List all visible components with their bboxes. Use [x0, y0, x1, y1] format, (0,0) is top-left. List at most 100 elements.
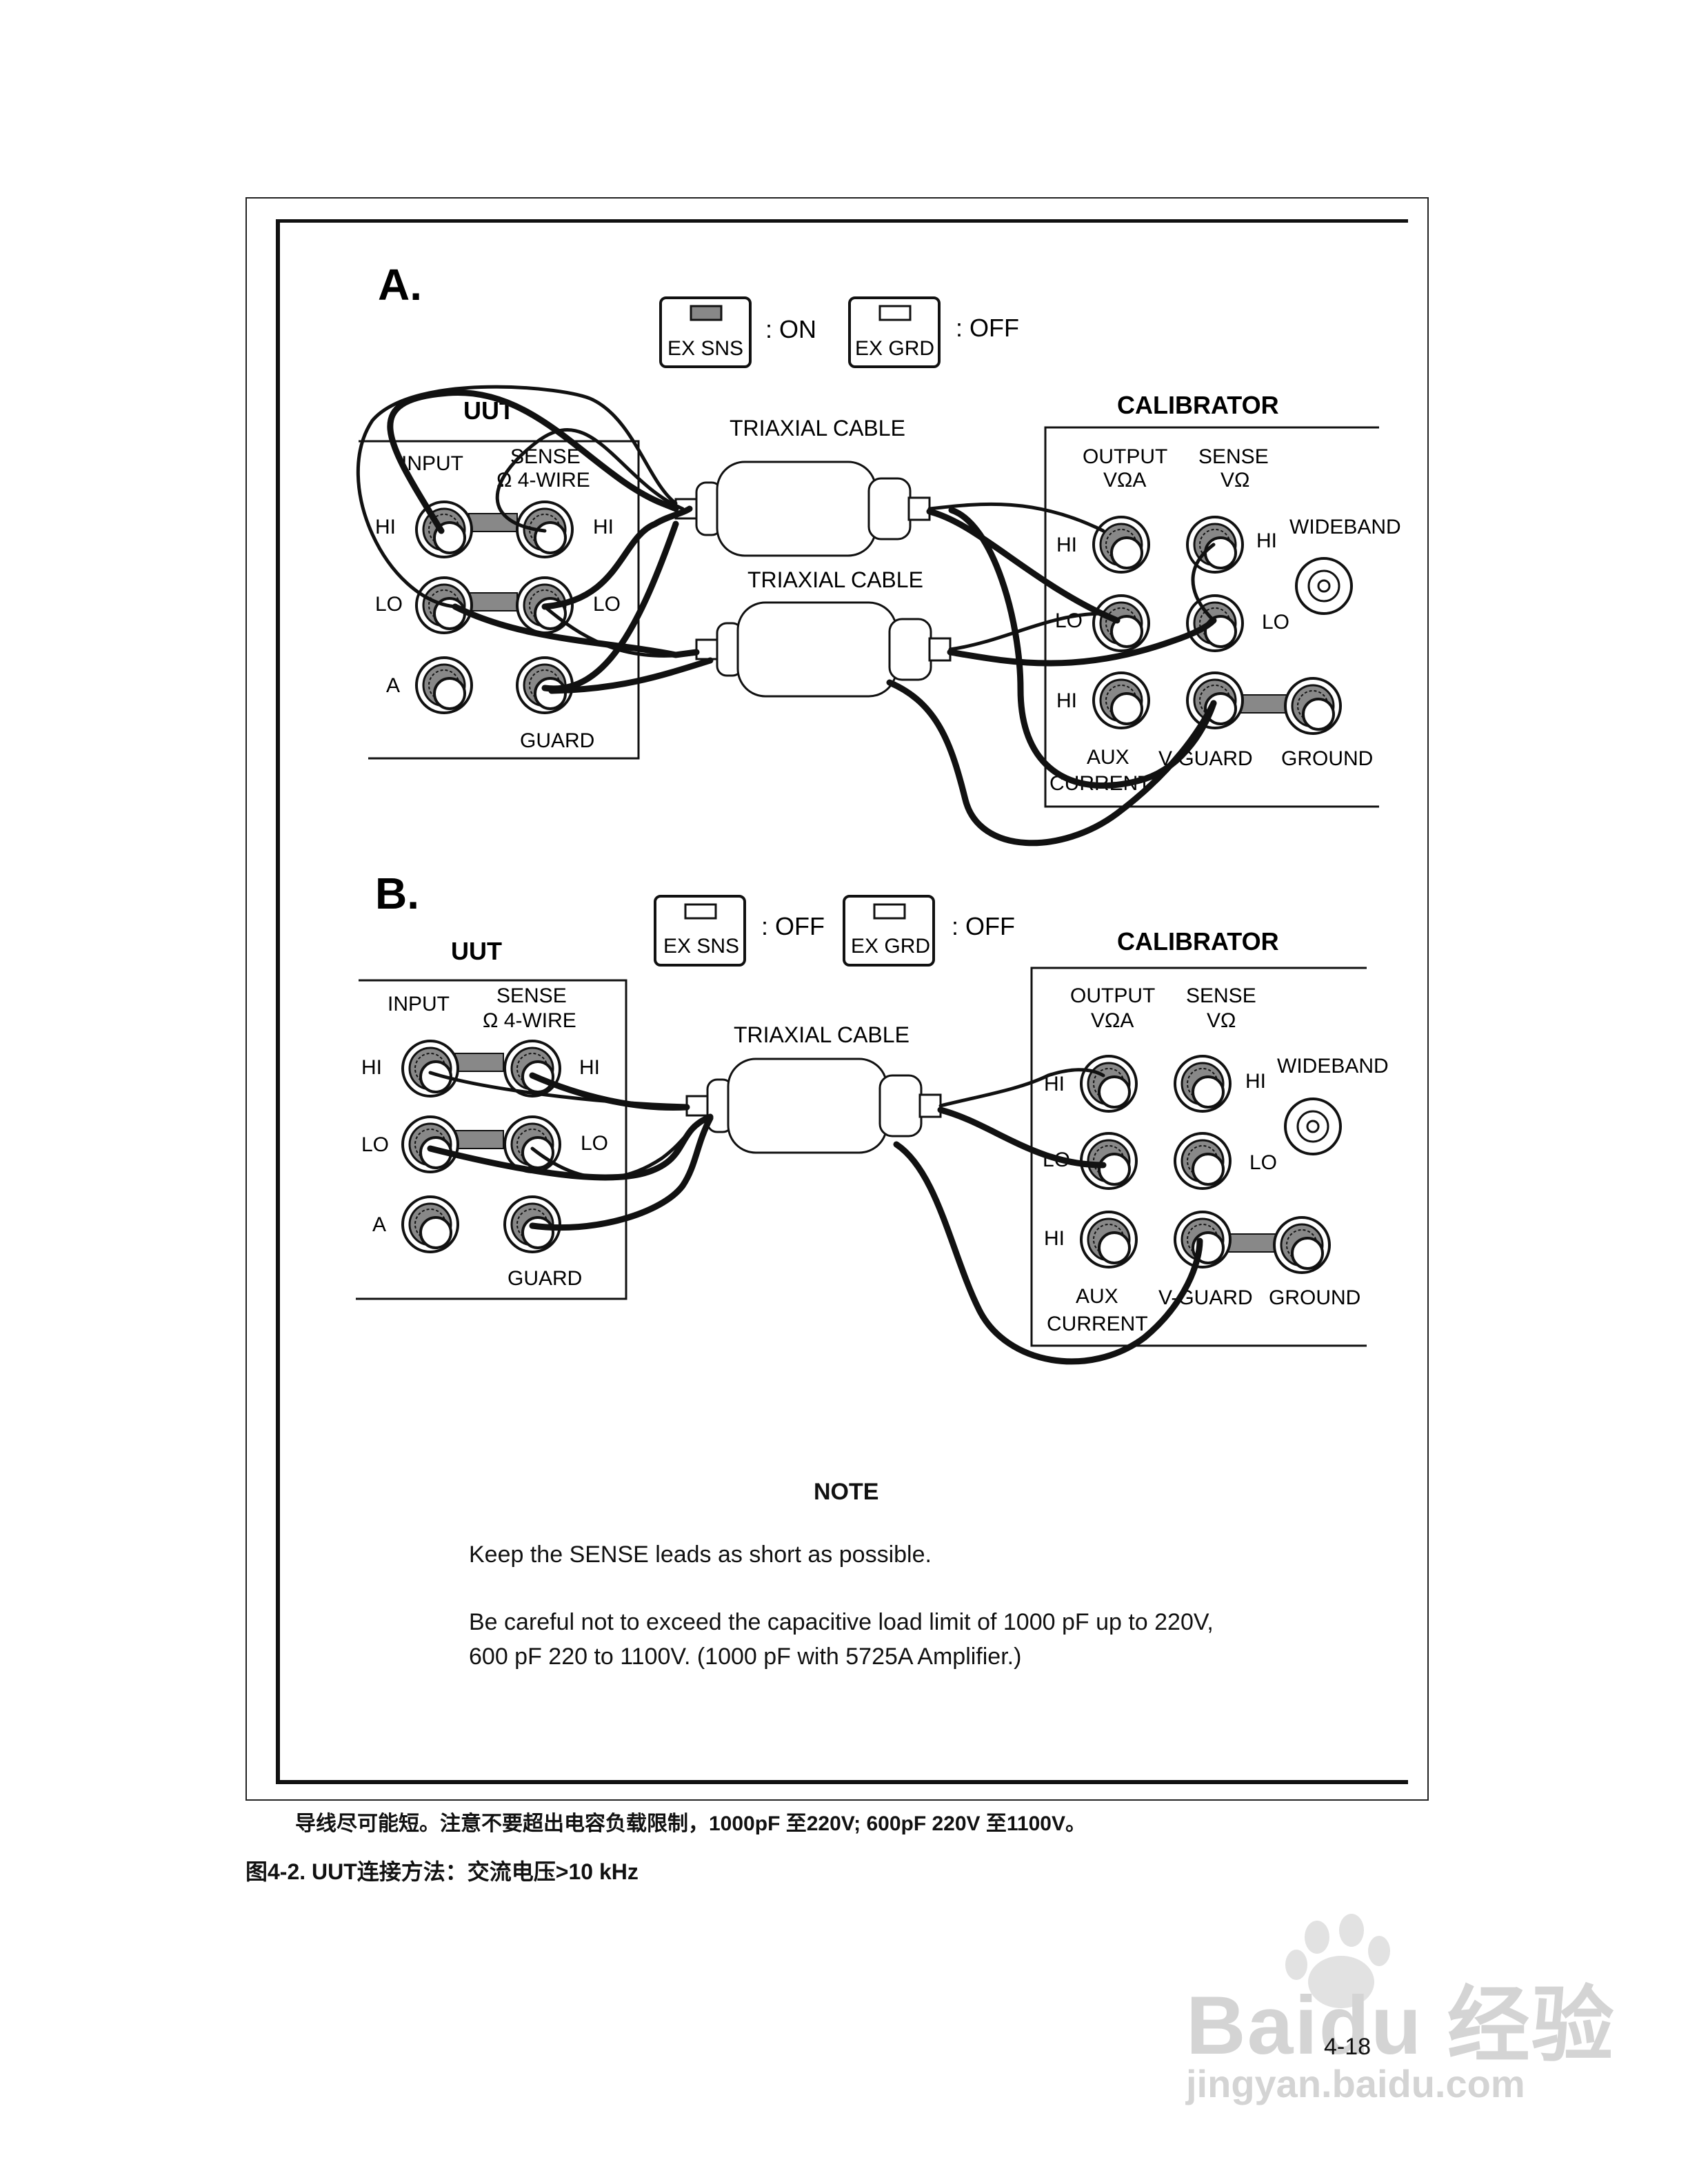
- ex-grd-state-a: : OFF: [956, 314, 1019, 342]
- figure-caption: 图4-2. UUT连接方法：交流电压>10 kHz: [245, 1859, 639, 1884]
- cal-hi-aux-b: HI: [1044, 1227, 1065, 1250]
- cal-ground-a: GROUND: [1281, 747, 1373, 770]
- cal-panel-a: [1044, 426, 1379, 808]
- ex-sns-label-b: EX SNS: [663, 935, 739, 958]
- section-a: A. EX SNS : ON EX GRD : OFF UUT INPUT SE…: [356, 260, 1401, 847]
- cal-aux1-a: AUX: [1087, 746, 1129, 769]
- cal-link-guard-ground-a: [1235, 694, 1292, 714]
- cal-panel-b: [1030, 967, 1367, 1347]
- cal-output-hi-jack-a: [1092, 516, 1150, 574]
- cal-aux1-b: AUX: [1076, 1285, 1118, 1308]
- cal-link-guard-ground-b: [1225, 1233, 1279, 1253]
- cal-output1-a: OUTPUT: [1083, 445, 1167, 468]
- cal-hi-right-a: HI: [1256, 529, 1277, 552]
- note-title: NOTE: [814, 1479, 879, 1505]
- note-line-2: Be careful not to exceed the capacitive …: [469, 1609, 1214, 1635]
- uut-a-jack-a: [415, 656, 473, 714]
- section-b-letter: B.: [375, 869, 419, 918]
- cal-output1-b: OUTPUT: [1070, 984, 1155, 1007]
- cal-lo-right-b: LO: [1249, 1151, 1277, 1174]
- cal-ground-jack-b: [1273, 1216, 1331, 1274]
- watermark-url: jingyan.baidu.com: [1186, 2062, 1525, 2105]
- uut-lo-right-b: LO: [581, 1132, 608, 1155]
- cal-output2-b: VΩA: [1091, 1009, 1134, 1032]
- uut-panel-a: [359, 440, 640, 760]
- triaxial-cable-b: [685, 1058, 942, 1154]
- uut-lo-left-a: LO: [375, 593, 403, 616]
- note-line-1: Keep the SENSE leads as short as possibl…: [469, 1541, 932, 1568]
- cal-sense1-b: SENSE: [1186, 984, 1256, 1007]
- uut-hi-input-jack-b: [401, 1040, 459, 1098]
- cal-output2-a: VΩA: [1103, 469, 1146, 492]
- cal-wideband-a: WIDEBAND: [1289, 516, 1401, 538]
- cal-ground-b: GROUND: [1269, 1286, 1360, 1309]
- cal-sense-hi-jack-b: [1174, 1055, 1232, 1113]
- wires-b: [427, 1068, 1203, 1365]
- section-a-letter: A.: [378, 260, 422, 310]
- page-number: 4-18: [1324, 2034, 1372, 2060]
- uut-a-a: A: [386, 674, 400, 697]
- chinese-note-caption: 导线尽可能短。注意不要超出电容负载限制，1000pF 至220V; 600pF …: [295, 1812, 1086, 1835]
- cal-sense2-b: VΩ: [1207, 1009, 1236, 1032]
- uut-sense2-a: Ω 4-WIRE: [496, 469, 590, 492]
- cal-ground-jack-a: [1284, 677, 1342, 735]
- cal-output-hi-jack-b: [1080, 1055, 1138, 1113]
- cable2-label-a: TRIAXIAL CABLE: [747, 567, 923, 592]
- ex-grd-label-b: EX GRD: [851, 935, 930, 958]
- cal-lo-right-a: LO: [1262, 611, 1289, 634]
- uut-hi-right-a: HI: [593, 516, 614, 538]
- cal-sense1-a: SENSE: [1198, 445, 1269, 468]
- wires-a: [356, 385, 1217, 847]
- uut-lo-right-a: LO: [593, 593, 621, 616]
- watermark-brand: Baidu 经验: [1186, 1979, 1616, 2072]
- uut-guard-a: GUARD: [520, 729, 594, 752]
- uut-hi-right-b: HI: [579, 1056, 600, 1079]
- wideband-connector-a: [1295, 557, 1353, 615]
- uut-sense2-b: Ω 4-WIRE: [483, 1009, 576, 1032]
- section-b: B. EX SNS : OFF EX GRD : OFF UUT INPUT S…: [356, 869, 1389, 1365]
- uut-hi-left-b: HI: [361, 1056, 382, 1079]
- ex-sns-label-a: EX SNS: [667, 337, 743, 360]
- note-line-3: 600 pF 220 to 1100V. (1000 pF with 5725A…: [469, 1644, 1022, 1670]
- uut-lo-input-jack-b: [401, 1115, 459, 1173]
- uut-a-b: A: [372, 1213, 386, 1236]
- cal-output-lo-jack-a: [1092, 594, 1150, 652]
- cal-hi-right-b: HI: [1245, 1070, 1266, 1093]
- ex-sns-state-a: : ON: [765, 315, 816, 343]
- cal-title-b: CALIBRATOR: [1117, 927, 1279, 956]
- ex-grd-label-a: EX GRD: [855, 337, 934, 360]
- uut-a-jack-b: [401, 1195, 459, 1253]
- cal-lo-left-a: LO: [1055, 609, 1083, 632]
- cal-output-lo-jack-b: [1080, 1132, 1138, 1190]
- cal-title-a: CALIBRATOR: [1117, 391, 1279, 419]
- inner-border: [276, 219, 1408, 1784]
- ex-sns-switch-a: [659, 296, 752, 368]
- uut-lo-left-b: LO: [361, 1133, 389, 1156]
- uut-link-hi-a: [468, 513, 518, 532]
- cal-sense-lo-jack-b: [1174, 1132, 1232, 1190]
- cable1-label-a: TRIAXIAL CABLE: [730, 416, 905, 441]
- uut-link-lo-b: [454, 1130, 504, 1149]
- triaxial-cable-1-a: [674, 461, 931, 557]
- uut-input-a: INPUT: [401, 452, 463, 475]
- cable-label-b: TRIAXIAL CABLE: [734, 1022, 910, 1047]
- ex-grd-state-b: : OFF: [952, 912, 1015, 940]
- cal-aux-hi-jack-a: [1092, 671, 1150, 729]
- uut-link-hi-b: [454, 1053, 504, 1072]
- uut-link-lo-a: [468, 592, 518, 611]
- uut-hi-left-a: HI: [375, 516, 396, 538]
- cal-aux2-b: CURRENT: [1047, 1313, 1148, 1335]
- uut-input-b: INPUT: [388, 993, 450, 1015]
- cal-wideband-b: WIDEBAND: [1277, 1055, 1389, 1078]
- uut-sense1-b: SENSE: [496, 984, 567, 1007]
- triaxial-cable-2-a: [695, 601, 952, 698]
- wideband-connector-b: [1284, 1098, 1342, 1155]
- cal-hi-aux-a: HI: [1056, 689, 1077, 712]
- outer-border: [245, 197, 1429, 1801]
- uut-hi-sense-jack-b: [503, 1040, 561, 1098]
- cal-sense2-a: VΩ: [1220, 469, 1249, 492]
- cal-aux-hi-jack-b: [1080, 1211, 1138, 1268]
- baidu-paw-icon: [1285, 1914, 1390, 2008]
- uut-panel-b: [356, 979, 627, 1300]
